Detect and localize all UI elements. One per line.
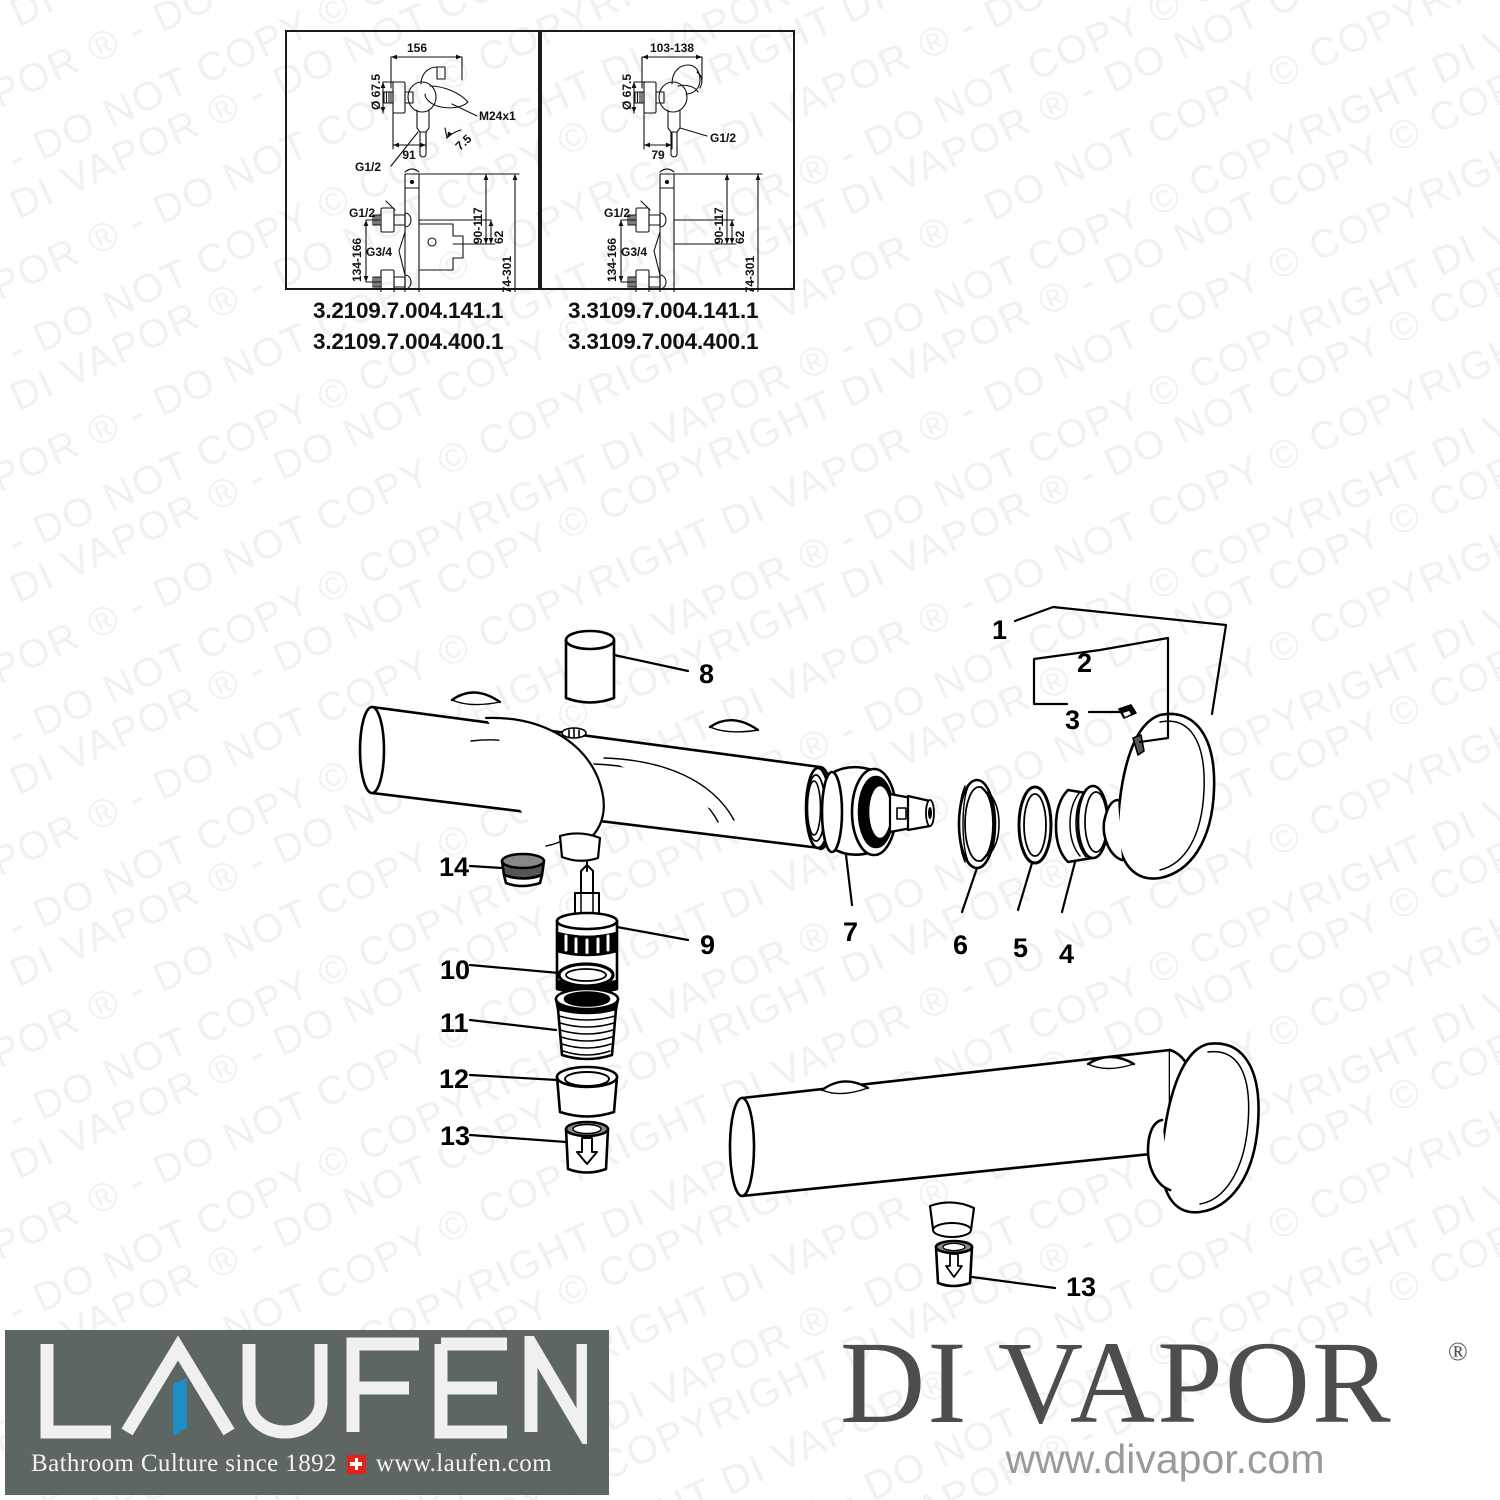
part-1-handle bbox=[1102, 712, 1216, 880]
technical-drawing-panels: 156 Ø 67.5 91 7.5 G1/2 M24x1 G1/2 G3/4 1… bbox=[285, 30, 795, 303]
callout-8: 8 bbox=[699, 659, 715, 689]
dim-103-138: 103-138 bbox=[650, 41, 694, 55]
dim-274-301: 274-301 bbox=[743, 256, 757, 292]
part-6-indexing-ring bbox=[957, 778, 1000, 870]
model-number: 3.2109.7.004.141.1 bbox=[313, 298, 504, 323]
thread-g12-top: G1/2 bbox=[710, 131, 736, 145]
thread-g34: G3/4 bbox=[621, 245, 647, 259]
dim-134-166: 134-166 bbox=[350, 238, 364, 282]
part-3-grub-screw bbox=[1118, 704, 1137, 719]
main-valve-body-lower bbox=[728, 1042, 1260, 1238]
callout-4: 4 bbox=[1059, 939, 1075, 969]
part-8-plug-sleeve bbox=[564, 629, 616, 704]
dim-67-5: Ø 67.5 bbox=[369, 74, 383, 110]
callout-3: 3 bbox=[1065, 705, 1081, 735]
model-number: 3.2109.7.004.400.1 bbox=[313, 328, 504, 354]
callout-14: 14 bbox=[439, 852, 470, 882]
part-11-threaded-nut bbox=[554, 987, 620, 1061]
swiss-flag-icon bbox=[346, 1454, 366, 1474]
shower-mixer-drawing: 103-138 Ø 67.5 79 G1/2 G1/2 G3/4 134-166… bbox=[604, 41, 763, 303]
tech-panel-left: 156 Ø 67.5 91 7.5 G1/2 M24x1 G1/2 G3/4 1… bbox=[285, 30, 540, 303]
laufen-logo: Bathroom Culture since 1892 www.laufen.c… bbox=[5, 1330, 609, 1495]
dim-90-117: 90-117 bbox=[471, 207, 485, 244]
model-number: 3.3109.7.004.141.1 bbox=[568, 298, 759, 323]
model-column-left: 3.2109.7.004.141.1 3.2109.7.004.400.1 bbox=[285, 296, 540, 358]
thread-g12-bottom: G1/2 bbox=[349, 206, 375, 220]
part-10-o-ring bbox=[557, 962, 615, 988]
model-number-list: 3.2109.7.004.141.1 3.2109.7.004.400.1 3.… bbox=[285, 296, 805, 358]
laufen-blue-accent bbox=[173, 1378, 187, 1436]
laufen-wordmark bbox=[40, 1336, 587, 1444]
dim-7-5: 7.5 bbox=[453, 131, 475, 153]
part-5-o-ring bbox=[1017, 785, 1053, 865]
divapor-url: www.divapor.com bbox=[1005, 1436, 1325, 1482]
callout-13: 13 bbox=[440, 1121, 471, 1151]
part-2-handle-screw bbox=[1132, 734, 1145, 756]
laufen-tagline: Bathroom Culture since 1892 www.laufen.c… bbox=[31, 1450, 552, 1478]
main-valve-body-upper bbox=[358, 691, 835, 862]
dim-62: 62 bbox=[733, 230, 747, 244]
callout-9: 9 bbox=[700, 930, 716, 960]
dim-274-301: 274-301 bbox=[500, 256, 514, 292]
tech-panel-right: 103-138 Ø 67.5 79 G1/2 G1/2 G3/4 134-166… bbox=[540, 30, 795, 303]
part-9-flow-cartridge bbox=[555, 861, 619, 1008]
thread-m24x1: M24x1 bbox=[479, 109, 516, 123]
part-14-cap bbox=[500, 852, 546, 888]
part-12-spacer-sleeve bbox=[555, 1065, 619, 1118]
dim-90-117: 90-117 bbox=[712, 207, 726, 244]
part-13-non-return-valve bbox=[564, 1120, 610, 1174]
callout-7: 7 bbox=[843, 917, 859, 947]
callout-5: 5 bbox=[1013, 933, 1029, 963]
callout-6: 6 bbox=[953, 930, 969, 960]
dim-91: 91 bbox=[402, 148, 416, 162]
callout-12: 12 bbox=[439, 1064, 470, 1094]
callout-11: 11 bbox=[440, 1008, 469, 1038]
dim-62: 62 bbox=[492, 230, 506, 244]
laufen-website: www.laufen.com bbox=[375, 1450, 553, 1477]
dim-134-166: 134-166 bbox=[605, 238, 619, 282]
divapor-wordmark: DI VAPOR ® bbox=[840, 1330, 1468, 1442]
callout-1: 1 bbox=[992, 615, 1008, 645]
callout-13-outlet: 13 bbox=[1066, 1272, 1097, 1302]
laufen-tagline-text: Bathroom Culture since 1892 bbox=[31, 1450, 337, 1477]
model-number: 3.3109.7.004.400.1 bbox=[568, 328, 759, 354]
callout-2: 2 bbox=[1077, 648, 1093, 678]
part-7-thermostatic-cartridge bbox=[820, 765, 935, 857]
part-4-temperature-ring bbox=[1054, 784, 1110, 864]
divapor-logo: DI VAPOR ® www.divapor.com bbox=[840, 1330, 1490, 1495]
callout-10: 10 bbox=[440, 955, 471, 985]
registered-mark-icon: ® bbox=[1448, 1337, 1468, 1366]
thread-g34: G3/4 bbox=[366, 245, 392, 259]
bath-mixer-drawing: 156 Ø 67.5 91 7.5 G1/2 M24x1 G1/2 G3/4 1… bbox=[349, 41, 520, 303]
thread-g12-bottom: G1/2 bbox=[604, 206, 630, 220]
divapor-wordmark-text: DI VAPOR bbox=[840, 1330, 1393, 1442]
thread-g12-top: G1/2 bbox=[355, 160, 381, 174]
dim-156: 156 bbox=[407, 41, 427, 55]
dim-67-5: Ø 67.5 bbox=[620, 74, 634, 110]
dim-79: 79 bbox=[651, 148, 665, 162]
model-column-right: 3.3109.7.004.141.1 3.3109.7.004.400.1 bbox=[540, 296, 795, 358]
part-13-non-return-valve-outlet bbox=[934, 1239, 974, 1288]
